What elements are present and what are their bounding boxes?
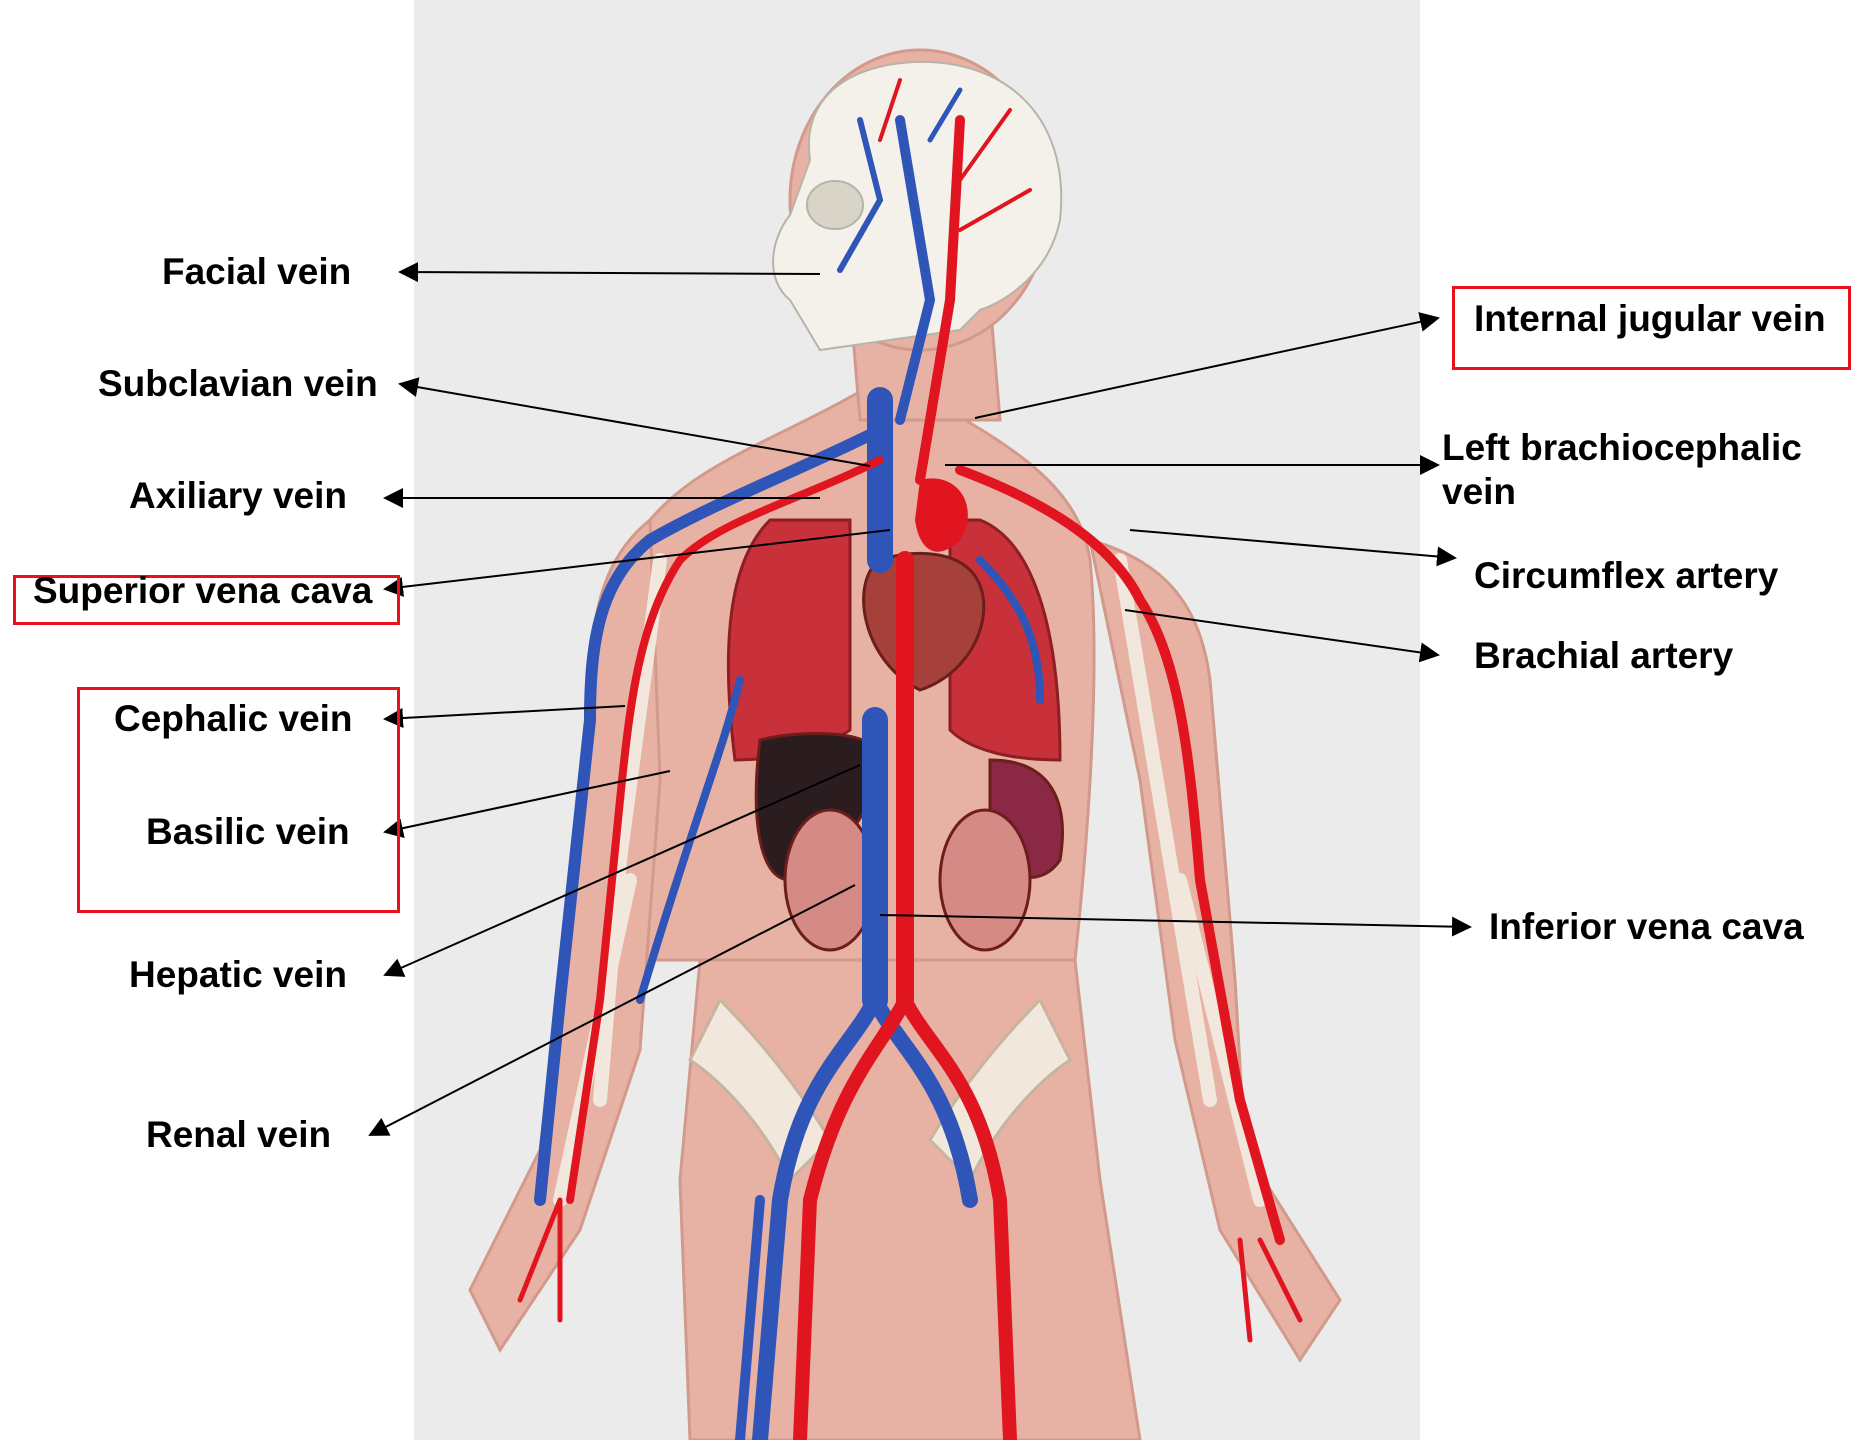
- label-left-brachiocephalic-vein-line1: Left brachiocephalic: [1442, 426, 1802, 470]
- label-renal-vein: Renal vein: [146, 1113, 331, 1157]
- label-axiliary-vein: Axiliary vein: [129, 474, 347, 518]
- label-basilic-vein: Basilic vein: [146, 810, 350, 854]
- label-subclavian-vein: Subclavian vein: [98, 362, 378, 406]
- label-inferior-vena-cava: Inferior vena cava: [1489, 905, 1804, 949]
- label-brachial-artery: Brachial artery: [1474, 634, 1733, 678]
- label-facial-vein: Facial vein: [162, 250, 351, 294]
- label-superior-vena-cava: Superior vena cava: [33, 569, 372, 613]
- label-hepatic-vein: Hepatic vein: [129, 953, 347, 997]
- label-cephalic-vein: Cephalic vein: [114, 697, 353, 741]
- label-left-brachiocephalic-vein: Left brachiocephalic vein: [1442, 426, 1802, 515]
- label-internal-jugular-vein: Internal jugular vein: [1474, 297, 1826, 341]
- label-left-brachiocephalic-vein-line2: vein: [1442, 470, 1802, 514]
- label-circumflex-artery: Circumflex artery: [1474, 554, 1778, 598]
